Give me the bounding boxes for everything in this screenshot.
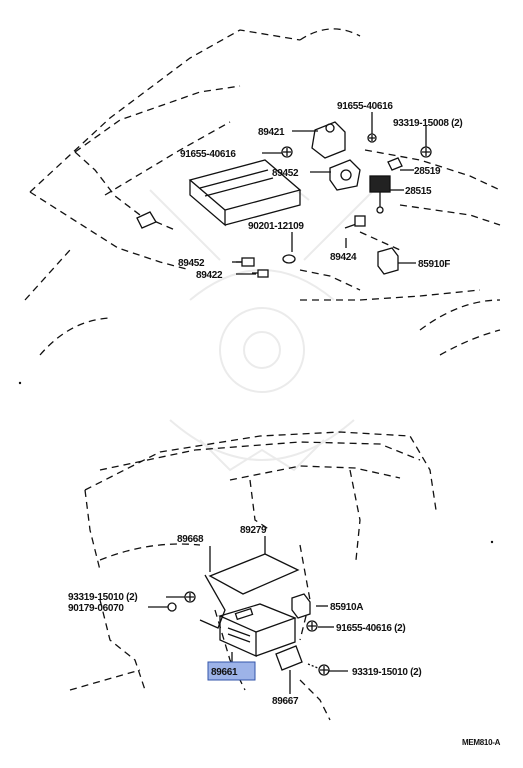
part-label[interactable]: 91655-40616 [337,101,394,112]
part-label-highlighted[interactable]: 89661 [211,667,238,678]
upper-assembly [24,28,501,356]
part-label[interactable]: 28519 [414,166,441,177]
highlight-box [207,661,256,681]
part-label[interactable]: 89279 [240,525,267,536]
part-label[interactable]: 85910F [418,259,451,270]
dot-mark [18,381,22,385]
lower-assembly [69,431,437,721]
part-label[interactable]: 93319-15010 (2) [352,667,422,678]
part-label[interactable]: 90179-06070 [68,603,125,614]
diagram-code: MEM810-A [462,738,501,747]
part-label[interactable]: 93319-15008 (2) [393,118,463,129]
part-label[interactable]: 89421 [258,127,285,138]
part-label[interactable]: 89667 [272,696,299,707]
part-label[interactable]: 85910A [330,602,364,613]
part-label[interactable]: 90201-12109 [248,221,305,232]
dot-mark [490,540,494,544]
part-label[interactable]: 91655-40616 [180,149,237,160]
part-label[interactable]: 93319-15010 (2) [68,592,138,603]
part-label[interactable]: 28515 [405,186,432,197]
part-label[interactable]: 91655-40616 (2) [336,623,406,634]
part-label[interactable]: 89422 [196,270,223,281]
part-label[interactable]: 89452 [272,168,299,179]
part-label[interactable]: 89424 [330,252,357,263]
part-label[interactable]: 89452 [178,258,205,269]
part-label[interactable]: 89668 [177,534,204,545]
